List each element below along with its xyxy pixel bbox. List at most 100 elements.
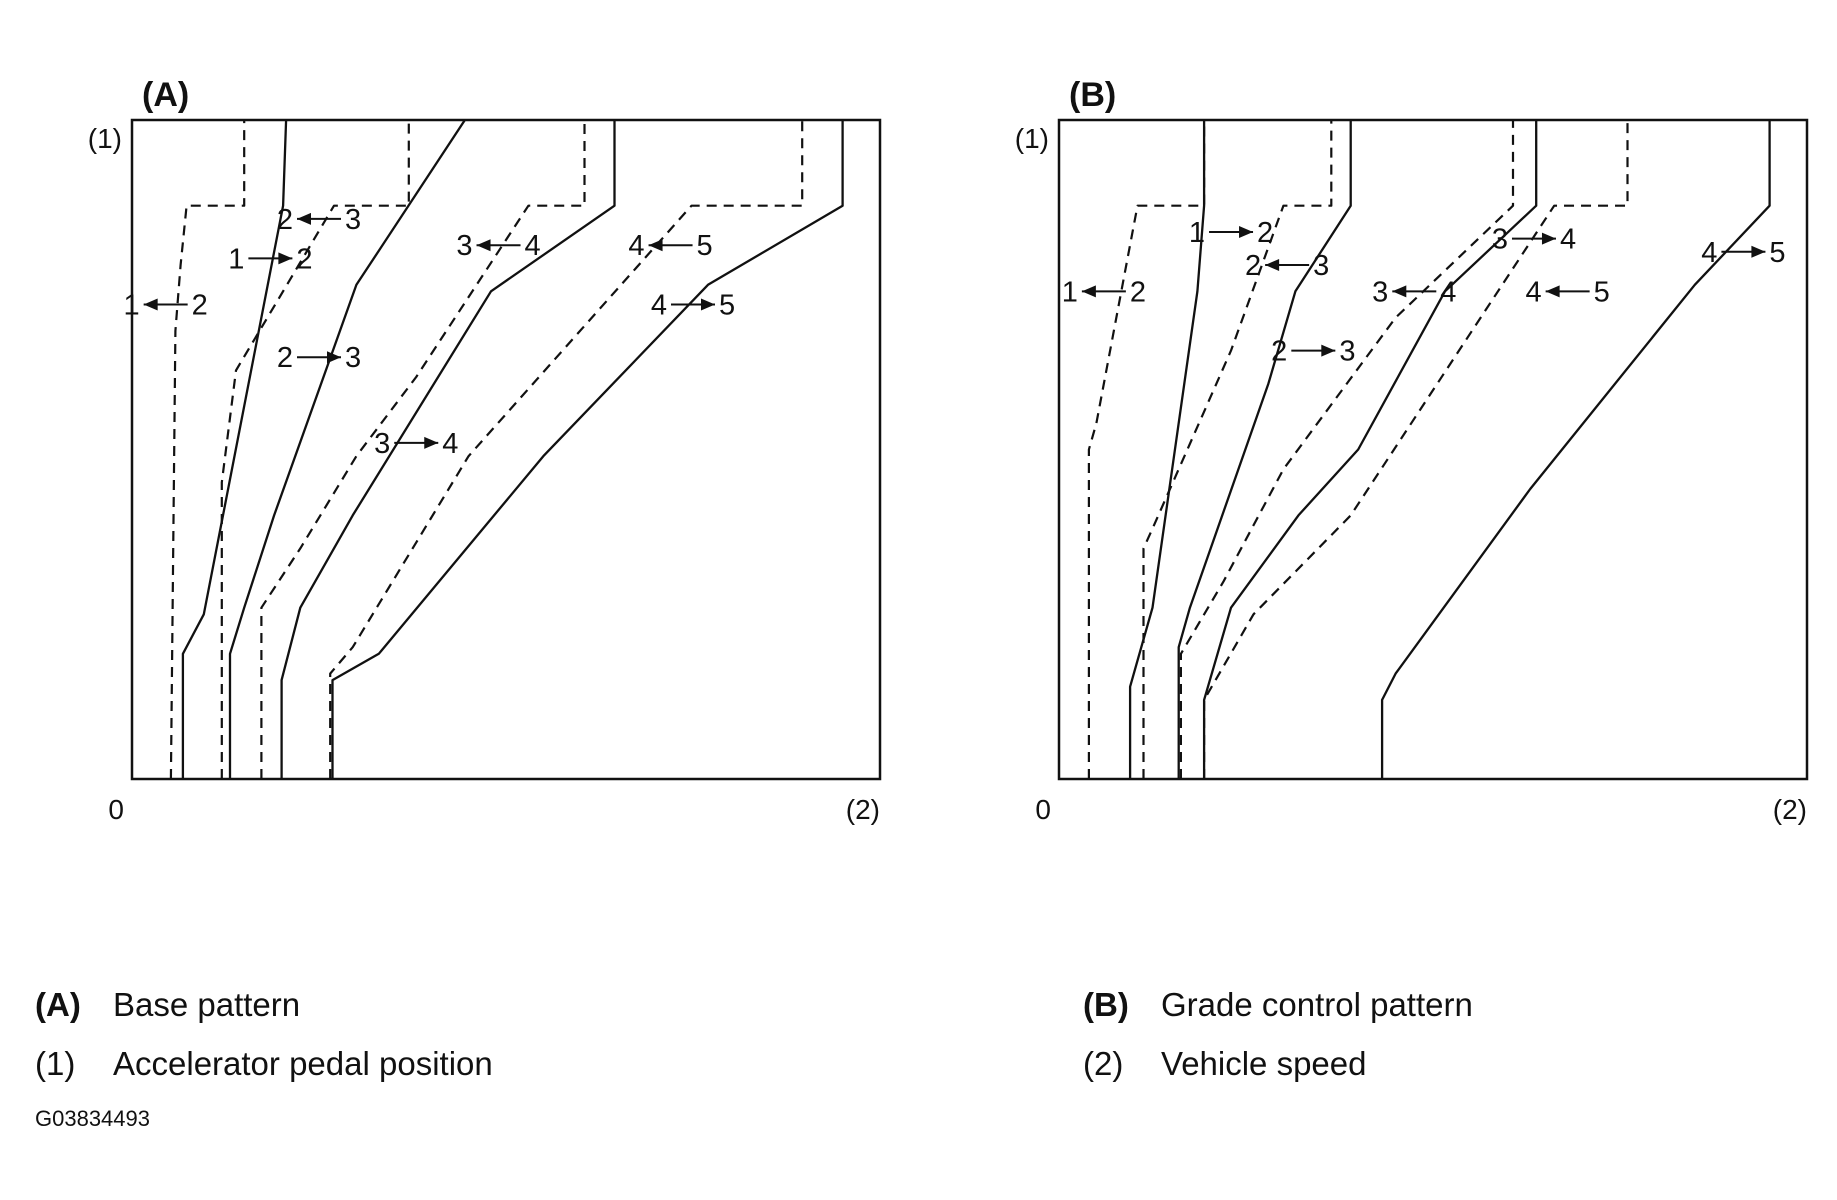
shift-label-from: 1 (1189, 217, 1205, 249)
shift-label-to: 4 (1440, 276, 1456, 308)
shift-label-to: 4 (525, 230, 541, 262)
x-axis-label: (2) (846, 794, 880, 825)
shift-label-from: 1 (228, 243, 244, 275)
shift-label-to: 2 (1257, 217, 1273, 249)
shift-label-from: 4 (628, 230, 644, 262)
shift-label-from: 2 (1271, 336, 1287, 368)
upshift-curve (1380, 120, 1771, 779)
shift-label-to: 4 (442, 428, 458, 460)
shift-label-to: 5 (697, 230, 713, 262)
shift-arrow-head (701, 298, 715, 311)
shift-label-from: 4 (1701, 237, 1717, 269)
upshift-curve (1128, 120, 1206, 779)
shift-arrow-head (1751, 245, 1766, 258)
shift-arrow-head (278, 252, 293, 265)
shift-label-from: 3 (456, 230, 472, 262)
upshift-curve (331, 120, 844, 779)
shift-label-to: 3 (1313, 250, 1329, 282)
downshift-curve (329, 120, 804, 779)
shift-arrow-head (1541, 232, 1556, 245)
downshift-curve (260, 120, 586, 779)
shift-arrow-head (1081, 285, 1096, 298)
downshift-curve (1142, 120, 1333, 779)
shift-label-from: 1 (1062, 276, 1078, 308)
legend-item-b: (B)Grade control pattern (1083, 985, 1473, 1025)
plot-frame (1057, 118, 1809, 781)
shift-arrow-head (327, 351, 341, 364)
shift-arrow-head (1265, 258, 1280, 271)
panel-title: (A) (142, 76, 189, 114)
shift-arrow-head (476, 239, 491, 252)
shift-arrow-head (143, 298, 158, 311)
upshift-curve (1202, 120, 1538, 779)
legend-item-2: (2) Vehicle speed (1083, 1044, 1367, 1084)
shift-label-to: 2 (1130, 276, 1146, 308)
shift-label-to: 2 (296, 243, 312, 275)
shift-label-to: 5 (719, 290, 735, 322)
y-axis-label: (1) (1015, 123, 1049, 154)
panel-title: (B) (1069, 76, 1116, 114)
shift-label-from: 3 (1492, 224, 1508, 256)
shift-arrow-head (648, 239, 663, 252)
plot-frame (130, 118, 882, 781)
legend-key-a: (A) (35, 986, 81, 1023)
shift-label-to: 3 (1339, 336, 1355, 368)
shift-label-to: 2 (192, 290, 208, 322)
shift-label-to: 5 (1594, 276, 1610, 308)
legend-key-1: (1) (35, 1045, 76, 1082)
downshift-curve (169, 120, 246, 780)
legend-text-1: Accelerator pedal position (113, 1045, 493, 1082)
shift-arrow-head (297, 212, 311, 225)
legend-text-a: Base pattern (113, 986, 301, 1023)
shift-label-from: 2 (277, 342, 293, 374)
shift-label-to: 4 (1560, 224, 1576, 256)
legend-text-b: Grade control pattern (1161, 986, 1473, 1023)
legend-text-2: Vehicle speed (1161, 1045, 1367, 1082)
legend-key-2: (2) (1083, 1045, 1124, 1082)
x-axis-label: (2) (1773, 794, 1807, 825)
downshift-curve (1087, 120, 1206, 779)
shift-arrow-head (424, 436, 439, 449)
shift-arrow-head (1545, 285, 1560, 298)
downshift-curve (1179, 120, 1515, 779)
shift-label-to: 3 (345, 342, 361, 374)
shift-arrow-head (1321, 344, 1336, 357)
downshift-curve (220, 120, 410, 779)
shift-label-to: 5 (1769, 237, 1785, 269)
legend-item-1: (1) Accelerator pedal position (35, 1044, 493, 1084)
shift-label-from: 3 (374, 428, 390, 460)
upshift-curve (280, 120, 616, 779)
upshift-curve (181, 119, 288, 779)
upshift-curve (1177, 120, 1352, 779)
shift-label-from: 2 (1245, 250, 1261, 282)
figure-code: G03834493 (35, 1106, 150, 1131)
shift-label-to: 3 (345, 204, 361, 236)
origin-label: 0 (108, 794, 124, 825)
shift-label-from: 3 (1372, 276, 1388, 308)
origin-label: 0 (1035, 794, 1051, 825)
y-axis-label: (1) (88, 123, 122, 154)
shift-label-from: 2 (277, 204, 293, 236)
legend-item-a: (A) Base pattern (35, 985, 300, 1025)
upshift-curve (228, 119, 466, 779)
shift-label-from: 4 (651, 290, 667, 322)
